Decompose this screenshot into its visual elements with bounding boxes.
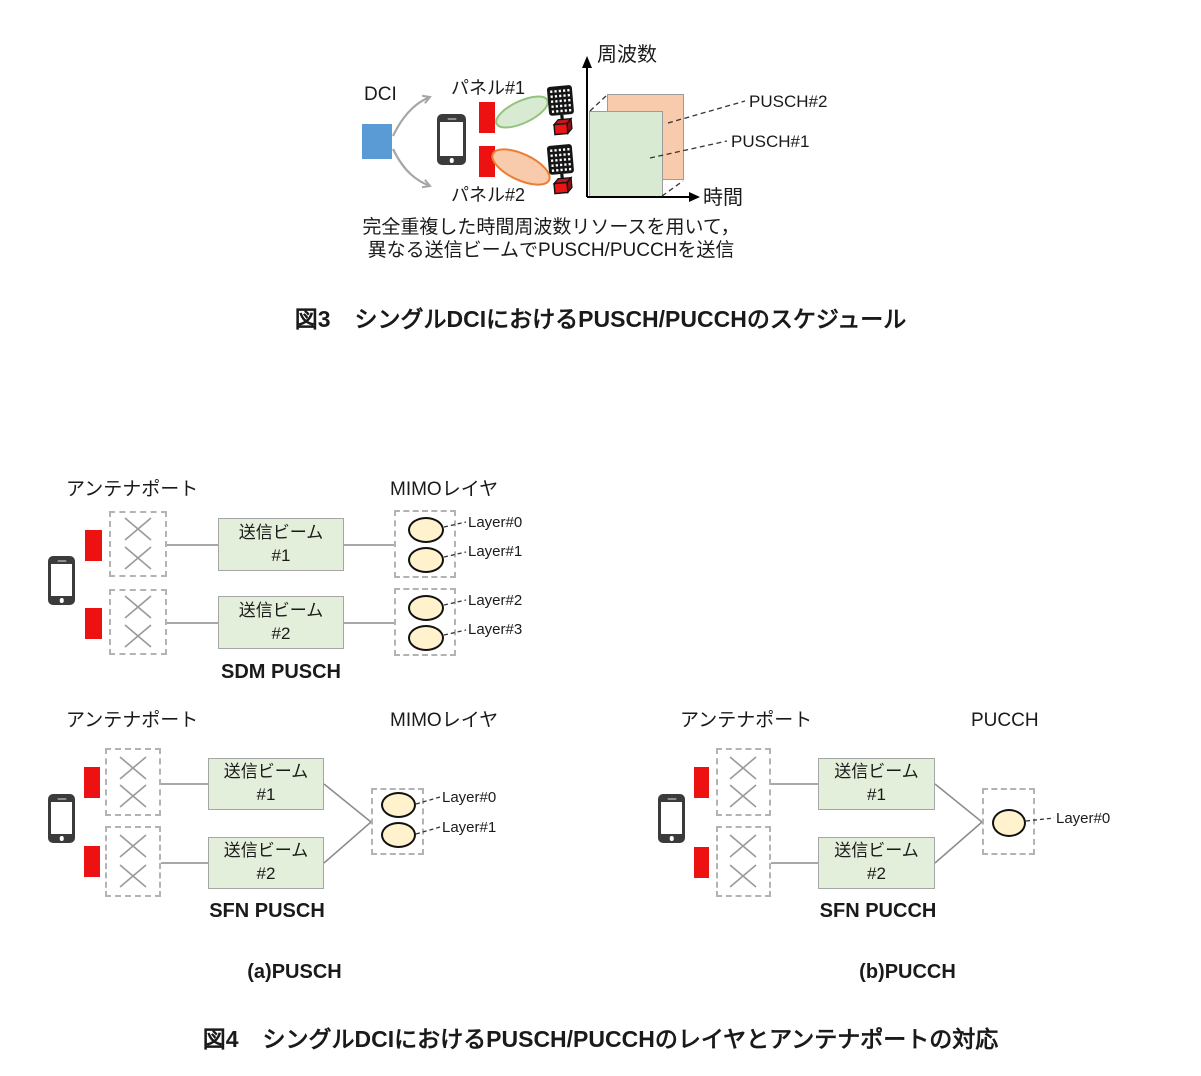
mimo-layer-circle — [381, 792, 416, 818]
phone-screen — [51, 802, 72, 834]
phone-screen — [440, 122, 463, 156]
fig3-caption-number: 図3 — [294, 306, 331, 332]
antenna-port-box — [716, 826, 771, 897]
phone-icon — [437, 114, 466, 165]
fig3-caption: 図3 シングルDCIにおけるPUSCH/PUCCHのスケジュール — [0, 306, 1201, 334]
sfn-pusch-title: SFN PUSCH — [209, 900, 325, 922]
panel2-label: パネル#2 — [450, 185, 526, 205]
tx-beam-label: 送信ビーム — [834, 762, 919, 782]
caption-b-pucch: (b)PUCCH — [859, 961, 956, 983]
layer-label: Layer#1 — [468, 543, 523, 560]
tx-beam-label: 送信ビーム — [834, 841, 919, 861]
panel-antenna-icon — [479, 146, 495, 177]
antenna-port-box — [109, 511, 167, 577]
antenna-port-label: アンテナポート — [680, 710, 813, 731]
fig3-note-line2: 異なる送信ビームでPUSCH/PUCCHを送信 — [367, 240, 735, 261]
dci-box — [362, 124, 392, 159]
caption-a-pusch: (a)PUSCH — [247, 961, 342, 983]
time-axis-label: 時間 — [703, 187, 743, 209]
mimo-layer-label: MIMOレイヤ — [390, 479, 499, 500]
fig3-note-line1: 完全重複した時間周波数リソースを用いて， — [362, 217, 740, 238]
antenna-port-box — [105, 826, 161, 897]
layer-label: Layer#0 — [442, 789, 497, 806]
pucch-layer-circle — [992, 809, 1026, 837]
antenna-port-box — [109, 589, 167, 655]
base-station-icon — [545, 142, 578, 196]
panel-antenna-icon — [84, 767, 100, 798]
phone-speaker — [57, 559, 66, 562]
fig4-caption: 図4 シングルDCIにおけるPUSCH/PUCCHのレイヤとアンテナポートの対応 — [0, 1026, 1201, 1054]
layer-label: Layer#0 — [1056, 810, 1111, 827]
phone-speaker — [447, 117, 456, 120]
tx-beam-number: #2 — [867, 864, 886, 883]
mimo-layer-box — [394, 510, 456, 578]
tx-beam-box: 送信ビーム #2 — [218, 596, 344, 649]
panel-antenna-icon — [479, 102, 495, 133]
pusch1-resource-rect — [589, 111, 663, 197]
tx-beam-number: #2 — [271, 623, 291, 643]
tx-beam-box: 送信ビーム #2 — [208, 837, 324, 889]
layer-label: Layer#3 — [468, 621, 523, 638]
tx-beam-number: #1 — [256, 785, 276, 804]
layer-label: Layer#1 — [442, 819, 497, 836]
freq-axis-arrowhead — [582, 56, 592, 68]
phone-speaker — [57, 797, 66, 800]
antenna-port-label: アンテナポート — [66, 479, 199, 500]
mimo-layer-circle — [408, 517, 444, 543]
phone-screen — [51, 564, 72, 596]
panel-antenna-icon — [694, 767, 709, 798]
time-axis-arrowhead — [689, 192, 700, 202]
mimo-layer-label: MIMOレイヤ — [390, 710, 499, 731]
phone-icon — [658, 794, 685, 843]
connector-lines — [161, 544, 983, 864]
phone-screen — [661, 802, 682, 834]
mimo-layer-box — [394, 588, 456, 656]
fig3-caption-text: シングルDCIにおけるPUSCH/PUCCHのスケジュール — [354, 306, 907, 332]
pusch1-label: PUSCH#1 — [731, 132, 810, 151]
pucch-label: PUCCH — [971, 710, 1039, 731]
freq-axis-label: 周波数 — [597, 44, 657, 66]
panel-antenna-icon — [85, 608, 102, 639]
tx-beam-box: 送信ビーム #1 — [818, 758, 935, 810]
tx-beam-number: #2 — [256, 864, 276, 883]
pusch2-label: PUSCH#2 — [749, 92, 828, 111]
fig4-caption-text: シングルDCIにおけるPUSCH/PUCCHのレイヤとアンテナポートの対応 — [262, 1026, 999, 1052]
base-station-icon — [545, 83, 578, 137]
phone-speaker — [667, 797, 676, 800]
tx-beam-number: #1 — [867, 785, 886, 804]
tx-beam-label: 送信ビーム — [238, 522, 324, 542]
phone-home-button — [59, 598, 64, 603]
tx-beam-box: 送信ビーム #1 — [208, 758, 324, 810]
panel-antenna-icon — [84, 846, 100, 877]
dci-label: DCI — [364, 84, 397, 105]
phone-home-button — [669, 836, 674, 841]
mimo-layer-circle — [408, 625, 444, 651]
tx-beam-label: 送信ビーム — [223, 762, 309, 782]
dci-arrow — [392, 94, 432, 189]
panel-antenna-icon — [694, 847, 709, 878]
sfn-pucch-title: SFN PUCCH — [819, 900, 937, 922]
panel-antenna-icon — [85, 530, 102, 561]
layer-label: Layer#2 — [468, 592, 523, 609]
tx-beam-box: 送信ビーム #1 — [218, 518, 344, 571]
fig4-caption-number: 図4 — [202, 1026, 239, 1052]
tx-beam-number: #1 — [271, 545, 291, 565]
phone-home-button — [59, 836, 64, 841]
mimo-layer-circle — [381, 822, 416, 848]
panel1-label: パネル#1 — [450, 78, 526, 98]
mimo-layer-circle — [408, 595, 444, 621]
tx-beam-label: 送信ビーム — [223, 841, 309, 861]
phone-home-button — [449, 158, 454, 163]
phone-icon — [48, 794, 75, 843]
sdm-pusch-title: SDM PUSCH — [220, 661, 341, 683]
mimo-layer-circle — [408, 547, 444, 573]
antenna-port-box — [105, 748, 161, 816]
tx-beam-label: 送信ビーム — [238, 600, 324, 620]
antenna-port-label: アンテナポート — [66, 710, 199, 731]
tx-beam-box: 送信ビーム #2 — [818, 837, 935, 889]
antenna-port-box — [716, 748, 771, 816]
layer-label: Layer#0 — [468, 514, 523, 531]
phone-icon — [48, 556, 75, 605]
mimo-layer-box — [371, 788, 424, 855]
